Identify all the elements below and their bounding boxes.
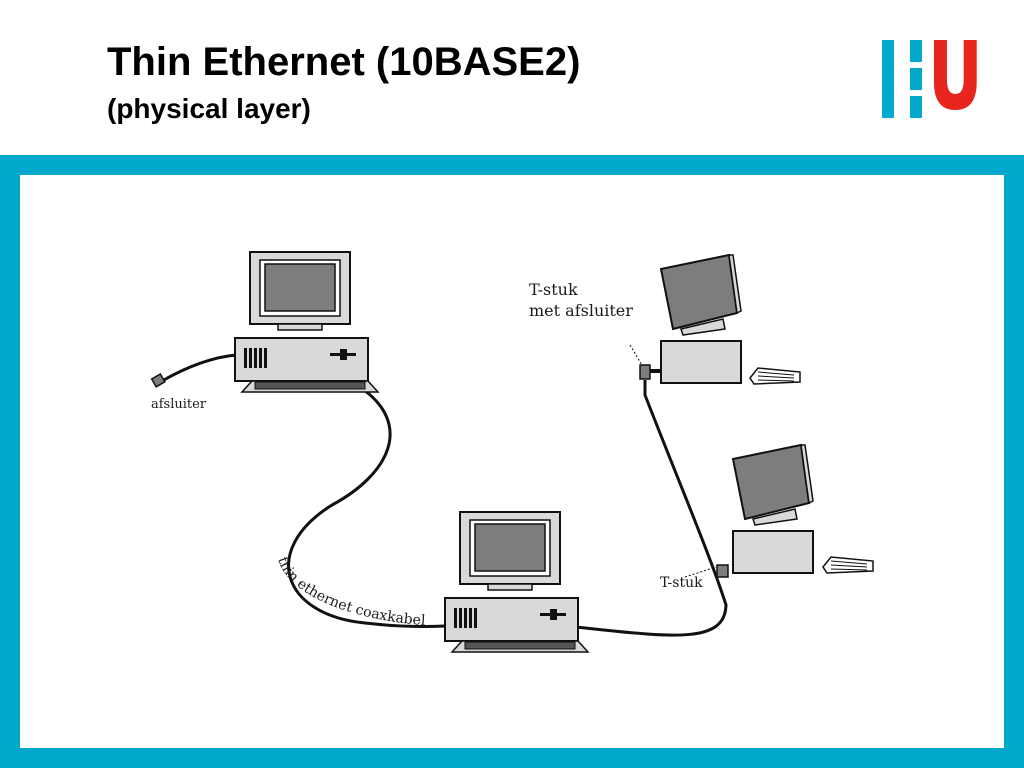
cable-to-right-computers	[575, 380, 728, 637]
t-piece-icon	[716, 564, 729, 578]
content-frame: afsluiter T-stuk met afsluiter T-stuk th…	[0, 155, 1024, 768]
slide-title: Thin Ethernet (10BASE2)	[107, 40, 581, 84]
computer-bottom-right	[732, 444, 814, 574]
cable-terminator-lead	[161, 353, 237, 383]
network-diagram: afsluiter T-stuk met afsluiter T-stuk th…	[150, 251, 874, 653]
t-piece-terminator-label-line1: T-stuk	[529, 280, 578, 299]
t-piece-terminator-label-line2: met afsluiter	[529, 301, 633, 320]
slide-header: Thin Ethernet (10BASE2) (physical layer)	[0, 0, 1024, 155]
keyboard-bottom-right	[822, 556, 874, 574]
computer-bottom-center	[444, 511, 589, 653]
terminator-label: afsluiter	[151, 397, 207, 412]
t-piece-label: T-stuk	[660, 575, 703, 591]
thin-ethernet-coax-cable	[287, 385, 446, 629]
computer-top-left	[234, 251, 379, 393]
hu-logo	[882, 40, 977, 118]
terminator-icon	[150, 373, 166, 388]
computer-top-right	[660, 254, 742, 384]
content-panel: afsluiter T-stuk met afsluiter T-stuk th…	[20, 175, 1004, 748]
slide-subtitle: (physical layer)	[107, 93, 311, 124]
t-piece-with-terminator-icon	[639, 364, 651, 380]
keyboard-top-right	[749, 367, 801, 385]
